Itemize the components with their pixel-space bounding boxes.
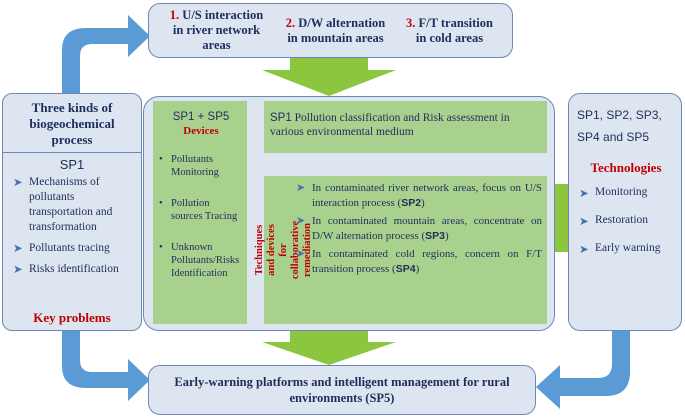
triangle-bullet-icon: ➤: [579, 214, 589, 228]
right-item-monitoring: ➤ Monitoring: [577, 186, 675, 200]
bottom-platform-box: Early-warning platforms and intelligent …: [148, 365, 536, 415]
top-item-1-text: U/S interaction in river network areas: [172, 8, 264, 52]
remediation-item-river-sp: SP2: [401, 196, 422, 209]
devices-column: SP1 + SP5 Devices • Pollutants Monitorin…: [153, 101, 247, 324]
devices-item-monitoring: • Pollutants Monitoring: [159, 153, 243, 179]
blue-arrow-left-to-bottom: [62, 318, 150, 401]
remediation-item-river: ➤ In contaminated river network areas, f…: [294, 181, 542, 210]
left-item-tracing: ➤ Pollutants tracing: [11, 241, 133, 256]
remediation-item-cold-text: In contaminated cold regions, concern on…: [312, 248, 542, 275]
remediation-item-river-text: In contaminated river network areas, foc…: [312, 182, 542, 209]
devices-item-tracing-text: Pollution sources Tracing: [171, 198, 238, 222]
remediation-item-mountain: ➤ In contaminated mountain areas, concen…: [294, 214, 542, 243]
top-item-2-text: D/W alternation in mountain areas: [287, 15, 386, 45]
remediation-item-cold: ➤ In contaminated cold regions, concern …: [294, 247, 542, 276]
left-title: Three kinds of biogeochemical process: [3, 94, 141, 153]
left-item-risks: ➤ Risks identification: [11, 262, 133, 277]
blue-arrow-right-to-bottom: [536, 330, 630, 409]
left-sp-label: SP1: [59, 157, 85, 172]
dot-bullet-icon: •: [159, 198, 163, 209]
left-item-mechanisms-text: Mechanisms of pollutants transportation …: [29, 176, 113, 233]
left-item-tracing-text: Pollutants tracing: [29, 242, 110, 254]
remediation-item-cold-sp: SP4: [395, 262, 416, 275]
devices-label: Devices: [183, 125, 219, 137]
devices-item-tracing: • Pollution sources Tracing: [159, 197, 243, 223]
remediation-item-river-close: ): [421, 196, 425, 209]
devices-list: • Pollutants Monitoring • Pollution sour…: [159, 153, 243, 280]
top-item-3: 3. F/T transition in cold areas: [402, 16, 497, 46]
sp1-text: Pollution classification and Risk assess…: [270, 112, 510, 138]
right-sp-list: SP1, SP2, SP3, SP4 and SP5: [577, 108, 662, 144]
triangle-bullet-icon: ➤: [579, 186, 589, 200]
right-item-early-warning-text: Early warning: [595, 242, 661, 254]
right-technologies-box: SP1, SP2, SP3, SP4 and SP5 Technologies …: [568, 93, 682, 331]
top-item-1-num: 1.: [169, 8, 180, 22]
triangle-bullet-icon: ➤: [13, 241, 23, 255]
devices-item-unknown: • Unknown Pollutants/Risks Identificatio…: [159, 241, 243, 280]
triangle-bullet-icon: ➤: [13, 262, 23, 276]
blue-arrow-to-top: [62, 15, 150, 96]
triangle-bullet-icon: ➤: [296, 214, 306, 227]
top-item-2: 2. D/W alternation in mountain areas: [283, 16, 388, 46]
dot-bullet-icon: •: [159, 154, 163, 165]
left-item-risks-text: Risks identification: [29, 263, 119, 275]
devices-sp-label: SP1 + SP5: [172, 111, 230, 123]
triangle-bullet-icon: ➤: [296, 181, 306, 194]
key-problems-label: Key problems: [33, 310, 111, 325]
remediation-item-mountain-close: ): [444, 229, 449, 242]
dot-bullet-icon: •: [159, 242, 163, 253]
right-item-restoration-text: Restoration: [595, 214, 649, 226]
remediation-list: ➤ In contaminated river network areas, f…: [294, 181, 542, 276]
remediation-item-mountain-sp: SP3: [425, 229, 445, 242]
top-item-1: 1. U/S interaction in river network area…: [164, 8, 269, 53]
triangle-bullet-icon: ➤: [296, 247, 306, 260]
sp1-tag: SP1: [270, 112, 292, 124]
right-item-monitoring-text: Monitoring: [595, 186, 648, 198]
left-item-mechanisms: ➤ Mechanisms of pollutants transportatio…: [11, 175, 133, 235]
remediation-box: Techniques and devices for collaborative…: [254, 176, 547, 324]
top-item-3-text: F/T transition in cold areas: [415, 15, 493, 45]
left-items-list: ➤ Mechanisms of pollutants transportatio…: [3, 172, 141, 277]
green-arrow-center-down: [262, 330, 396, 365]
sp1-assessment-box: SP1 Pollution classification and Risk as…: [264, 101, 547, 153]
remediation-item-mountain-text: In contaminated mountain areas, concentr…: [312, 215, 542, 242]
devices-item-unknown-text: Unknown Pollutants/Risks Identification: [171, 242, 240, 279]
top-item-3-num: 3.: [406, 15, 416, 30]
right-items-list: ➤ Monitoring ➤ Restoration ➤ Early warni…: [577, 186, 675, 256]
triangle-bullet-icon: ➤: [13, 175, 23, 189]
triangle-bullet-icon: ➤: [579, 242, 589, 256]
right-item-early-warning: ➤ Early warning: [577, 242, 675, 256]
left-key-problems-box: Three kinds of biogeochemical process SP…: [2, 93, 142, 331]
top-item-2-num: 2.: [285, 15, 296, 30]
right-item-restoration: ➤ Restoration: [577, 214, 675, 228]
top-processes-box: 1. U/S interaction in river network area…: [148, 3, 513, 58]
green-arrow-top-down: [262, 58, 396, 96]
remediation-item-cold-close: ): [415, 262, 420, 275]
bottom-text: Early-warning platforms and intelligent …: [174, 375, 510, 405]
technologies-label: Technologies: [590, 160, 662, 175]
devices-item-monitoring-text: Pollutants Monitoring: [171, 154, 219, 178]
